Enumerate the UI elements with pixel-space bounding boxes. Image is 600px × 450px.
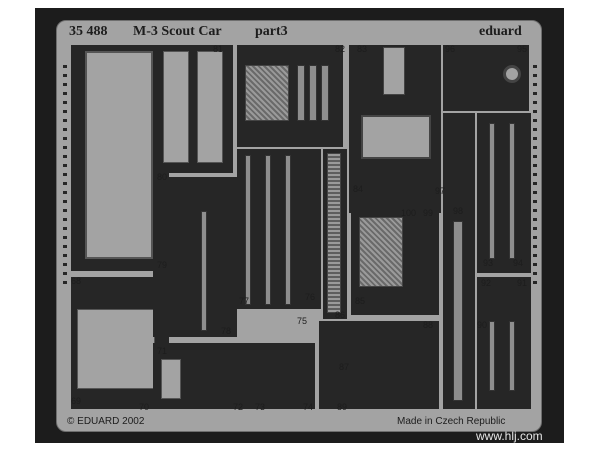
- part-label-77: 77: [239, 296, 250, 306]
- part-90-leg-a: [489, 321, 495, 391]
- part-label-78: 78: [221, 326, 232, 336]
- part-90-leg-b: [509, 321, 515, 391]
- part-82-strip-1: [297, 65, 305, 121]
- cut-area-79: [153, 177, 237, 337]
- part-label-95: 95: [517, 44, 528, 54]
- catalog-number: 35 488: [69, 24, 108, 39]
- part-label-100: 100: [401, 208, 417, 218]
- part-label-84: 84: [353, 184, 364, 194]
- part-80-plate-a: [163, 51, 189, 163]
- copyright-text: © EDUARD 2002: [67, 416, 145, 427]
- part-label-80: 80: [157, 172, 168, 182]
- part-82-strip-3: [321, 65, 329, 121]
- part-77-rod-3: [285, 155, 291, 305]
- part-label-96: 96: [445, 44, 456, 54]
- part-82-strip-2: [309, 65, 317, 121]
- part-86-comb: [327, 153, 341, 313]
- photo-etch-fret: 35 488 M-3 Scout Car part3 eduard: [56, 20, 542, 432]
- part-label-98: 98: [453, 206, 464, 216]
- left-edge-holes: [63, 65, 67, 290]
- fret-part: part3: [255, 24, 288, 39]
- part-69-plate: [77, 309, 155, 389]
- part-label-71: 71: [157, 346, 168, 356]
- part-label-74: 74: [303, 402, 314, 412]
- part-label-75: 75: [297, 316, 308, 326]
- part-label-73: 73: [255, 402, 266, 412]
- part-84-box: [361, 115, 431, 159]
- part-label-69: 69: [71, 396, 82, 406]
- right-edge-holes: [533, 65, 537, 290]
- part-98-strip: [453, 221, 463, 401]
- part-label-76: 76: [305, 292, 316, 302]
- part-79-rod: [201, 211, 207, 331]
- part-label-85: 85: [355, 296, 366, 306]
- part-label-92: 92: [481, 278, 492, 288]
- part-95-ring: [503, 65, 521, 83]
- part-68-plate: [85, 51, 153, 259]
- part-label-93: 93: [483, 258, 494, 268]
- part-label-87: 87: [339, 362, 350, 372]
- cut-area-90: [477, 277, 531, 409]
- part-82-mesh: [245, 65, 289, 121]
- cut-area-93: [477, 113, 531, 273]
- part-label-72: 72: [233, 402, 244, 412]
- part-94-rod: [509, 123, 515, 259]
- part-label-70: 70: [139, 402, 150, 412]
- part-77-rod-1: [245, 155, 251, 305]
- part-label-86: 86: [335, 310, 346, 320]
- part-label-82: 82: [335, 44, 346, 54]
- part-label-79: 79: [157, 260, 168, 270]
- part-label-83: 83: [357, 44, 368, 54]
- part-label-99: 99: [423, 208, 434, 218]
- brand-name: eduard: [479, 24, 522, 39]
- part-label-68: 68: [71, 276, 82, 286]
- part-80-plate-b: [197, 51, 223, 163]
- part-label-88: 88: [423, 320, 434, 330]
- part-label-89: 89: [337, 402, 348, 412]
- part-71-plate: [161, 359, 181, 399]
- part-77-rod-2: [265, 155, 271, 305]
- part-label-94: 94: [513, 258, 524, 268]
- part-label-90: 90: [477, 320, 488, 330]
- part-label-81: 81: [213, 44, 224, 54]
- cut-area-77: [237, 149, 321, 309]
- part-label-97: 97: [435, 186, 446, 196]
- cut-area-87: [319, 321, 439, 409]
- origin-text: Made in Czech Republic: [397, 416, 506, 427]
- part-83-hinge: [383, 47, 405, 95]
- part-85-mesh: [359, 217, 403, 287]
- part-93-rod: [489, 123, 495, 259]
- product-title: M-3 Scout Car: [133, 24, 222, 39]
- watermark-url: www.hlj.com: [476, 429, 543, 443]
- part-label-91: 91: [517, 278, 528, 288]
